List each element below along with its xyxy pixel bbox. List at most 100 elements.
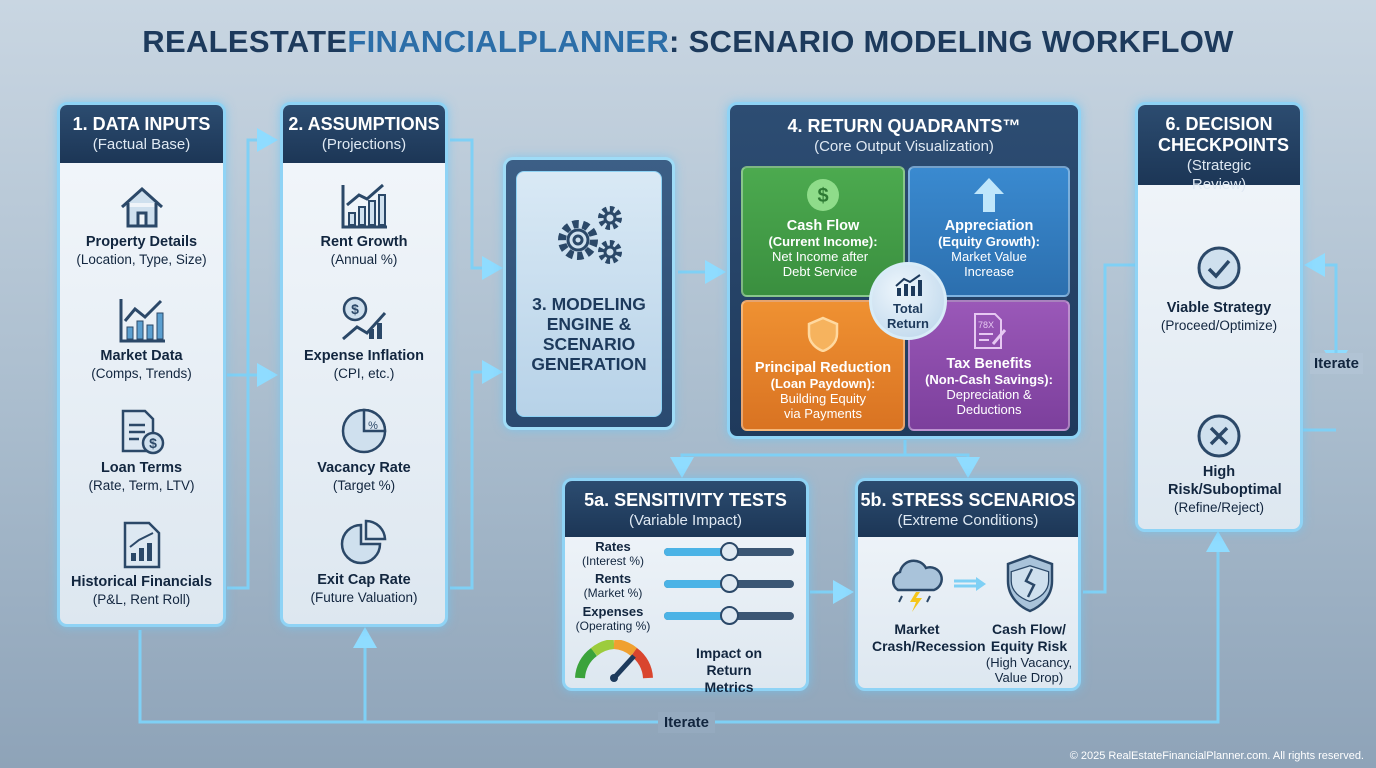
quadrant-principal-reduction: Principal Reduction(Loan Paydown):Buildi… [741,300,905,431]
quadrant-desc: Net Income after Debt Service [771,249,869,279]
item-label: Historical Financials [70,574,213,590]
impact-label: Impact on Return Metrics [695,645,763,695]
quadrant-label: Appreciation [944,218,1034,234]
high-risk-item: High Risk/Suboptimal (Refine/Reject) [1138,413,1300,516]
rates-slider[interactable] [664,542,794,561]
item-desc: (Location, Type, Size) [76,252,207,267]
assumptions-panel: 2. ASSUMPTIONS (Projections) Rent Growth (… [280,102,448,627]
market-crash-label: Market Crash/Recession [872,621,986,654]
list-item: Market Data (Comps, Trends) [60,297,223,382]
list-item: Exit Cap Rate (Future Valuation) [283,519,445,606]
quadrant-desc: Depreciation & Deductions [946,387,1032,417]
item-label: Rent Growth [320,234,408,250]
quadrant-sub: (Current Income): [768,234,878,249]
svg-text:$: $ [817,185,828,207]
panel-subtitle: (Strategic Review) [1186,157,1252,193]
iterate-label-right: Iterate [1310,353,1364,374]
list-item: Historical Financials (P&L, Rent Roll) [60,521,223,608]
slider-handle[interactable] [720,606,739,625]
list-item: Property Details (Location, Type, Size) [60,185,223,268]
dollar-trend-icon: $ [342,296,387,341]
trend-chart-icon [895,274,922,296]
item-desc: (Target %) [332,478,396,493]
stress-scenarios-panel: 5b. STRESS SCENARIOS(Extreme Conditions)… [855,478,1081,691]
item-label: Property Details [85,234,198,250]
item-label: Market Data [100,348,183,364]
item-desc: (P&L, Rent Roll) [92,592,191,607]
panel-subtitle: (Factual Base) [92,136,191,153]
panel-title: 3. MODELING ENGINE & SCENARIO GENERATION [531,294,647,374]
item-desc: (Refine/Reject) [1173,500,1265,515]
item-desc: (CPI, etc.) [333,366,395,381]
item-label: Viable Strategy [1166,300,1272,316]
risk-desc: (High Vacancy, Value Drop) [985,655,1073,685]
panel-title: 2. ASSUMPTIONS [288,114,440,134]
quadrant-sub: (Loan Paydown): [770,376,876,391]
modeling-engine-panel: 3. MODELING ENGINE & SCENARIO GENERATION [503,157,675,430]
title-part-2: FINANCIALPLANNER [347,24,670,59]
panel-title: 6. DECISION CHECKPOINTS [1158,114,1290,155]
item-label: Vacancy Rate [317,460,411,476]
data-inputs-panel: 1. DATA INPUTS (Factual Base) Property De… [57,102,226,627]
total-return-badge: Total Return [869,262,947,340]
expenses-slider[interactable] [664,606,794,625]
rents-slider[interactable] [664,574,794,593]
quadrant-label: Tax Benefits [946,356,1032,372]
risk-label: Cash Flow/ Equity Risk [990,621,1068,654]
panel-subtitle: (Projections) [321,136,407,153]
item-desc: (Annual %) [330,252,398,267]
title-part-1: REALESTATE [142,24,348,59]
bar-chart-icon [119,299,165,343]
quadrant-label: Cash Flow [786,218,860,234]
return-quadrants-panel: 4. RETURN QUADRANTS™(Core Output Visuali… [727,102,1081,439]
panel-title: 5b. STRESS SCENARIOS [860,490,1076,510]
list-item: % Vacancy Rate (Target %) [283,407,445,494]
title-part-3: : SCENARIO MODELING WORKFLOW [669,24,1234,59]
pie-icon [340,519,387,565]
page-title: REALESTATEFINANCIALPLANNER: SCENARIO MOD… [0,24,1376,60]
risk-item: Cash Flow/ Equity Risk(High Vacancy, Val… [976,621,1078,685]
shield-icon [807,316,839,352]
check-circle-icon [1197,246,1241,290]
percent-pie-icon: % [341,408,387,454]
item-label: High Risk/Suboptimal [1168,464,1282,498]
list-item: Rent Growth (Annual %) [283,183,445,268]
svg-text:78X: 78X [978,320,994,330]
gears-icon [558,206,622,264]
item-label: Exit Cap Rate [317,572,411,588]
storm-cloud-icon [891,559,943,612]
panel-subtitle: (Core Output Visualization) [814,138,994,155]
item-label: Loan Terms [100,460,183,476]
quadrant-label: Principal Reduction [754,360,892,376]
growth-chart-icon [341,183,387,229]
panel-subtitle: (Variable Impact) [628,512,743,529]
slider-label-rates: Rates(Interest %) [581,539,644,568]
item-label: Expense Inflation [303,348,425,364]
broken-shield-icon [1006,554,1054,613]
report-chart-icon [123,521,160,569]
arrow-right-icon [954,577,986,591]
slider-label-rents: Rents(Market %) [583,571,643,600]
item-desc: (Proceed/Optimize) [1160,318,1278,333]
slider-label-expenses: Expenses(Operating %) [575,604,651,633]
arrow-up-icon [974,178,1004,212]
list-item: $ Expense Inflation (CPI, etc.) [283,295,445,382]
item-desc: (Rate, Term, LTV) [88,478,195,493]
dollar-icon: $ [807,179,839,211]
slider-handle[interactable] [720,574,739,593]
house-icon [120,186,163,228]
item-desc: (Future Valuation) [310,590,418,605]
item-desc: (Comps, Trends) [91,366,192,381]
document-dollar-icon: $ [121,409,164,455]
slider-handle[interactable] [720,542,739,561]
total-return-label: Total Return [887,301,929,331]
panel-title: 1. DATA INPUTS [72,114,211,134]
tax-form-icon: 78X [974,313,1007,349]
iterate-label-bottom: Iterate [658,712,716,733]
svg-text:$: $ [351,301,359,317]
copyright: © 2025 RealEstateFinancialPlanner.com. A… [1069,750,1364,762]
svg-text:$: $ [149,435,157,451]
x-circle-icon [1197,414,1241,458]
viable-strategy-item: Viable Strategy (Proceed/Optimize) [1138,245,1300,334]
panel-title: 5a. SENSITIVITY TESTS [584,490,787,510]
